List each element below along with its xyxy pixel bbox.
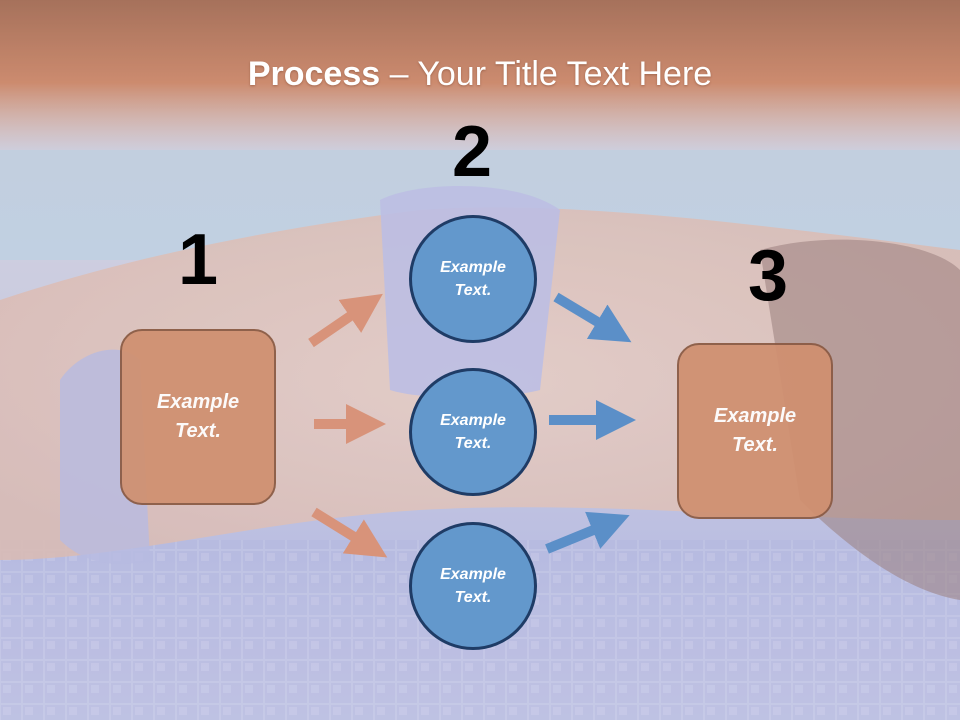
title-bold: Process (247, 55, 381, 93)
step-number-2: 2 (451, 112, 493, 192)
step2-circle-middle: Example Text. (409, 368, 537, 496)
step2-circle-top: Example Text. (409, 215, 537, 343)
step-number-3: 3 (747, 236, 789, 316)
step1-box: Example Text. (120, 329, 276, 505)
step3-box: Example Text. (677, 343, 833, 519)
slide-title: Process – Your Title Text Here (0, 52, 960, 96)
step2-text-top: Example Text. (440, 259, 506, 299)
title-rest: – Your Title Text Here (380, 55, 713, 93)
step2-circle-bottom: Example Text. (409, 522, 537, 650)
step3-text: Example Text. (713, 405, 797, 456)
step1-text: Example Text. (156, 391, 240, 442)
step2-text-middle: Example Text. (440, 412, 506, 452)
step-number-1: 1 (177, 220, 219, 300)
step2-text-bottom: Example Text. (440, 566, 506, 606)
